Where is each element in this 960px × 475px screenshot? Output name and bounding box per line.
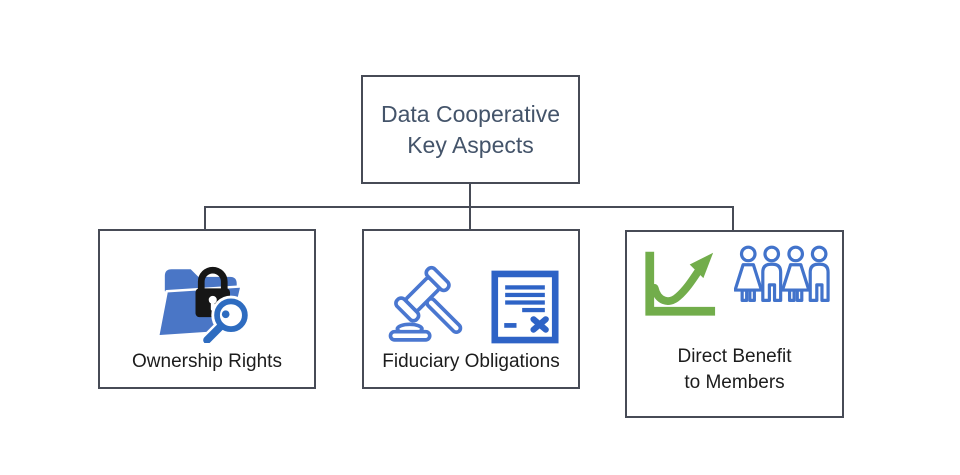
fiduciary-icon-row	[383, 265, 559, 349]
locked-folder-search-icon	[157, 266, 251, 343]
connector-drop-right	[732, 207, 734, 231]
connector-root-stem	[469, 184, 471, 207]
connector-drop-left	[204, 207, 206, 230]
node-fiduciary-obligations: Fiduciary Obligations	[362, 229, 580, 389]
node-benefit-label-line2: to Members	[684, 372, 785, 393]
node-benefit-label-line1: Direct Benefit	[677, 346, 792, 367]
root-title-line2: Key Aspects	[407, 131, 534, 158]
node-benefit-label: Direct Benefit to Members	[627, 344, 842, 396]
benefit-icon-row	[638, 244, 832, 322]
growth-chart-icon	[644, 251, 715, 316]
node-root: Data Cooperative Key Aspects	[361, 75, 580, 184]
ownership-icon-row	[157, 251, 257, 343]
gavel-icon	[388, 265, 463, 342]
connector-drop-middle	[469, 207, 471, 230]
contract-document-icon	[491, 270, 559, 344]
node-ownership-label: Ownership Rights	[132, 351, 282, 372]
members-group-icon	[733, 245, 830, 302]
node-fiduciary-label: Fiduciary Obligations	[382, 351, 560, 372]
root-title-line1: Data Cooperative	[381, 100, 560, 127]
node-ownership-rights: Ownership Rights	[98, 229, 316, 389]
node-direct-benefit: Direct Benefit to Members	[625, 230, 844, 418]
